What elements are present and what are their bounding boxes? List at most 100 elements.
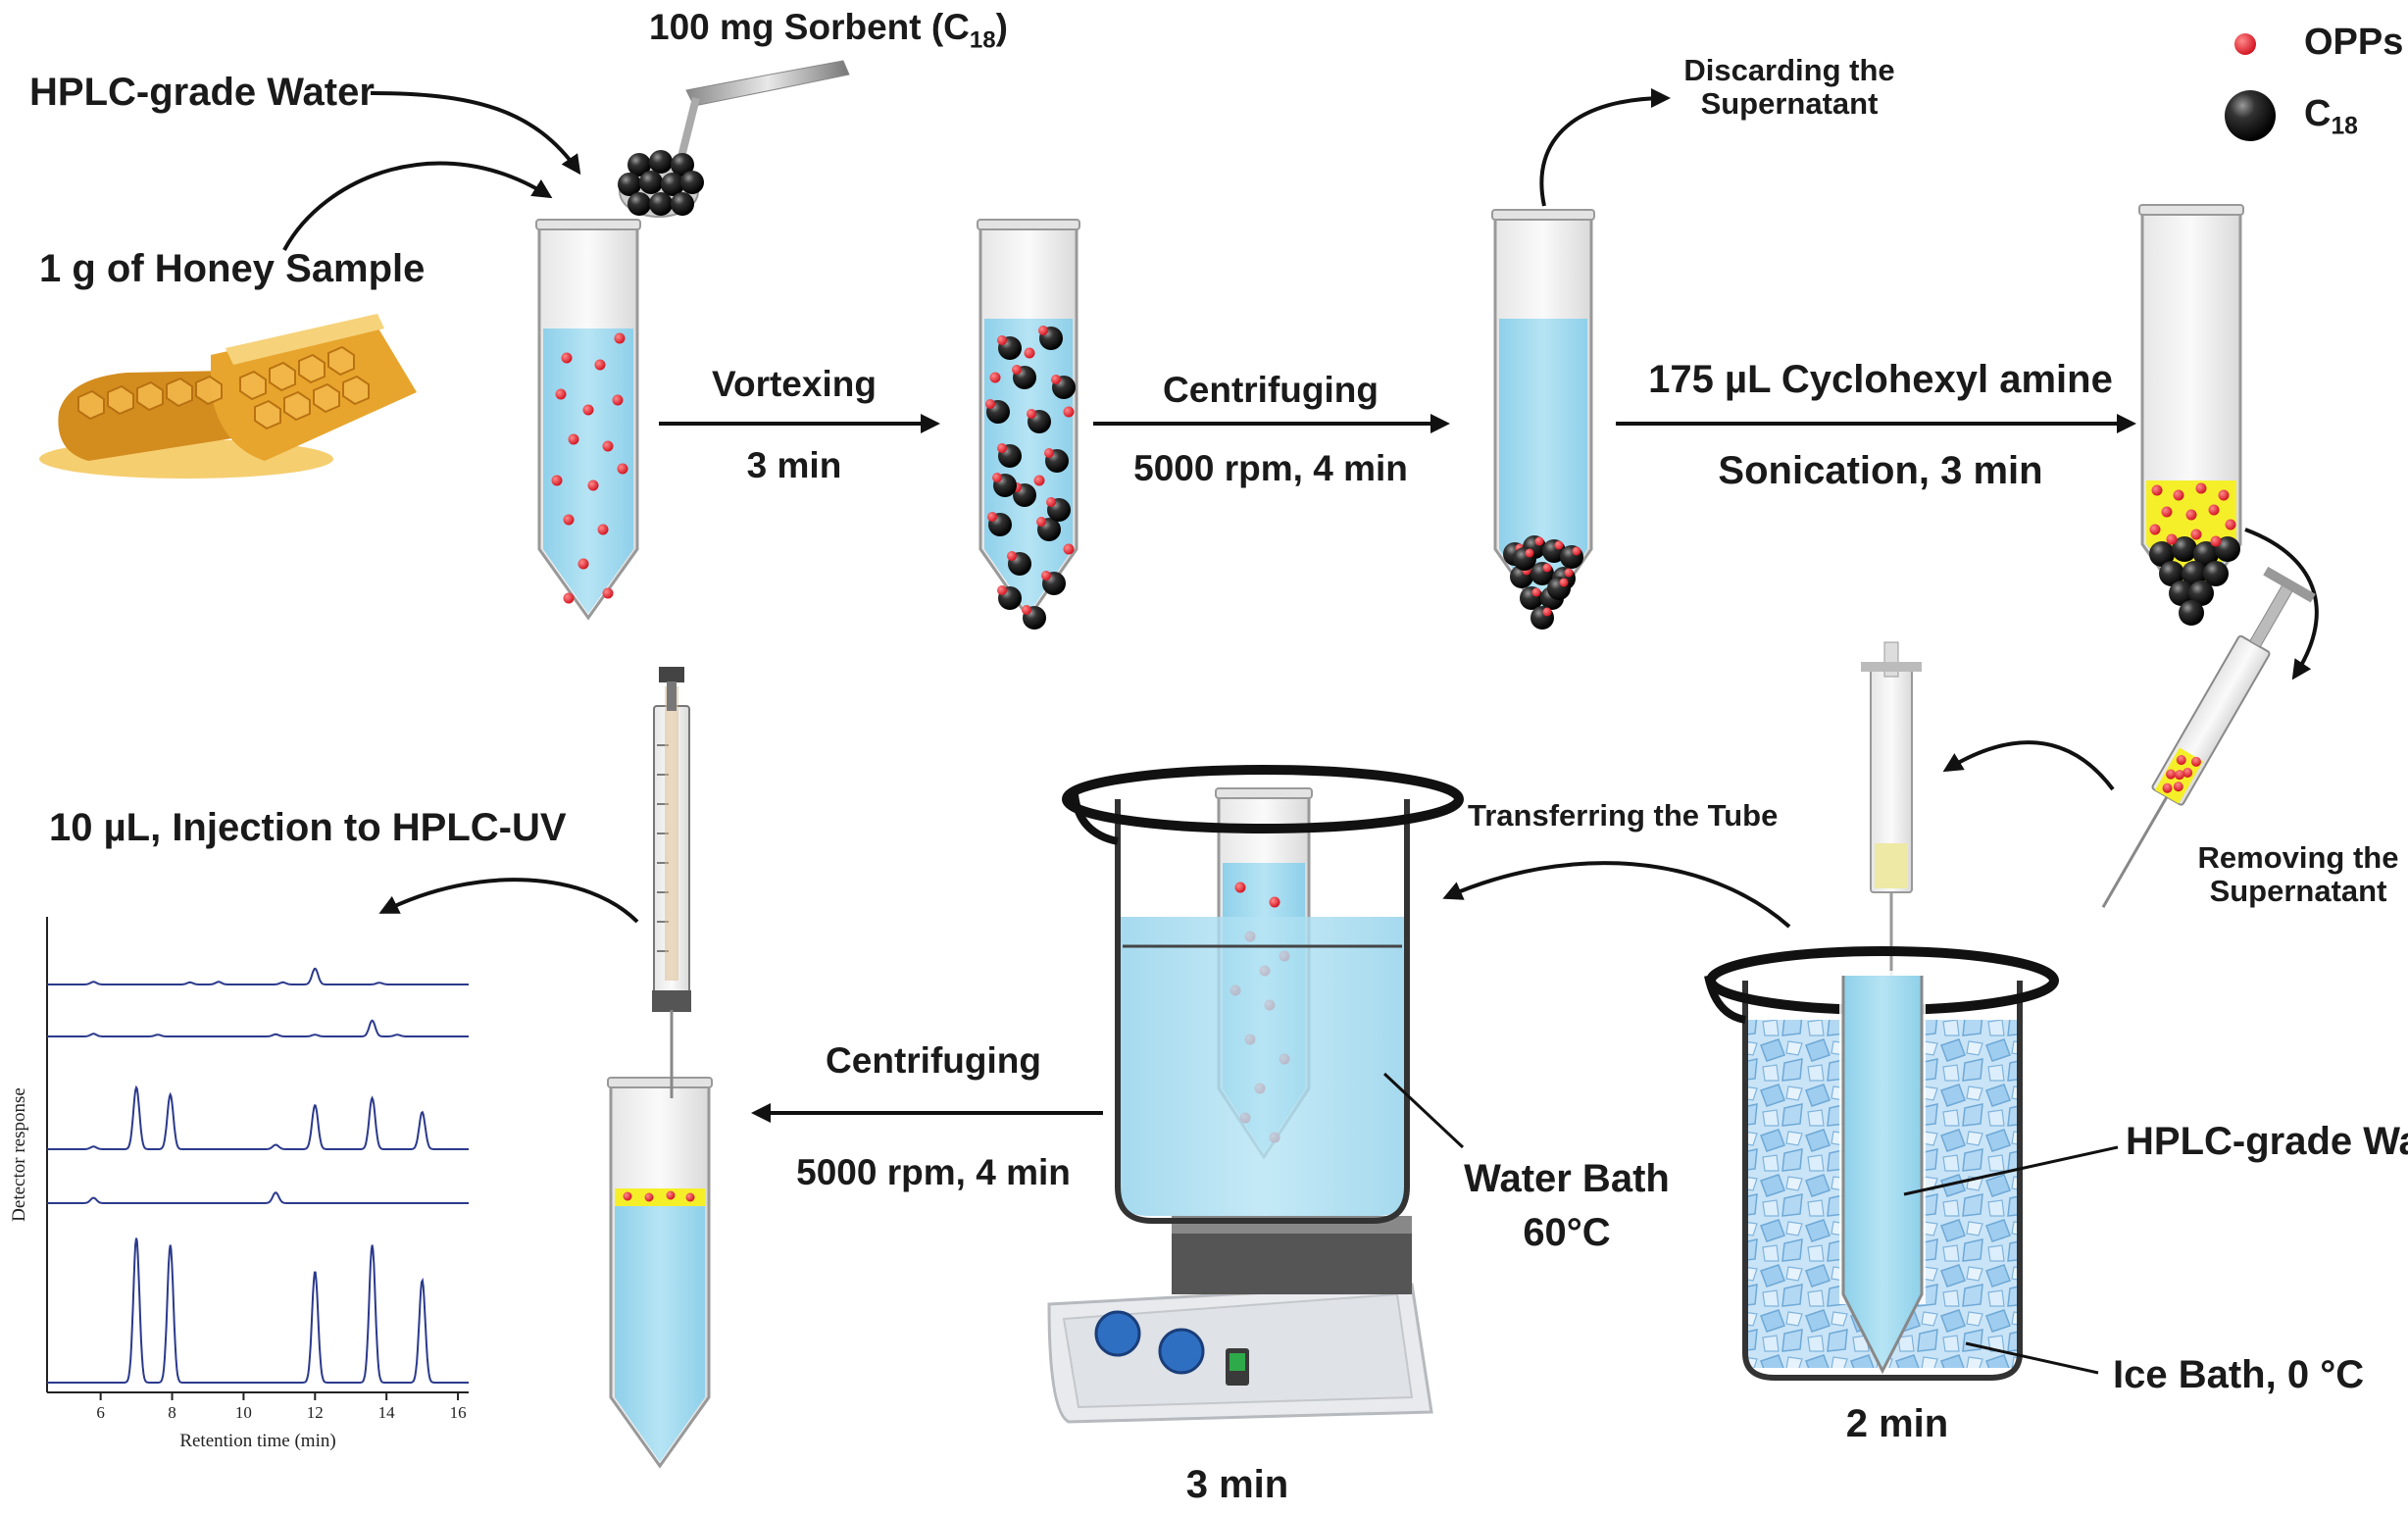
tube-rim	[1215, 787, 1313, 799]
arrow-discarding	[1539, 88, 1671, 207]
opps-particle	[2225, 519, 2236, 530]
arrow-water-in	[370, 91, 581, 176]
opps-particle	[602, 440, 614, 452]
opps-particle	[594, 359, 606, 371]
label-vortex-time: 3 min	[746, 445, 842, 485]
ice-bath-beaker	[1704, 946, 2059, 1381]
c18-particle	[627, 192, 651, 216]
opps-particle	[2162, 782, 2173, 793]
opps-particle	[1027, 409, 1036, 419]
label-centrifuging-top: Centrifuging	[1163, 370, 1379, 410]
opps-particle	[997, 335, 1007, 345]
opps-particle	[997, 443, 1007, 453]
opps-particle	[614, 332, 626, 344]
label-centrifuging-top-conditions: 5000 rpm, 4 min	[1133, 448, 1408, 488]
label-transferring-tube: Transferring the Tube	[1468, 798, 1779, 833]
tube-rim	[607, 1077, 713, 1088]
opps-particle	[2210, 535, 2222, 547]
opps-particle	[2166, 533, 2178, 545]
opps-particle	[1554, 540, 1564, 550]
tube-liquid	[543, 328, 633, 614]
opps-particle	[2190, 756, 2201, 767]
opps-particle	[617, 463, 628, 475]
c18-particle	[649, 192, 673, 216]
opps-particle	[2173, 782, 2183, 792]
c18-particle	[2203, 561, 2229, 586]
c18-particle	[2169, 580, 2194, 606]
opps-particle	[989, 372, 1001, 383]
opps-particle	[2182, 767, 2193, 778]
opps-particle	[1012, 365, 1022, 375]
label-water-bath-temp: 60°C	[1523, 1211, 1611, 1254]
opps-particle	[563, 514, 575, 526]
opps-particle	[597, 524, 609, 535]
opps-particle	[2173, 489, 2184, 501]
x-axis-title: Retention time (min)	[179, 1431, 335, 1451]
opps-particle	[1007, 551, 1017, 561]
tube-liquid	[615, 1201, 705, 1462]
c18-legend-ball	[2225, 90, 2276, 141]
opps-particle	[2175, 770, 2184, 781]
opps-particle	[985, 399, 995, 409]
tube-rim	[535, 219, 641, 230]
opps-particle	[612, 394, 624, 406]
opps-particle	[987, 512, 997, 522]
opps-legend-dot	[2234, 33, 2256, 55]
c18-particle	[2159, 561, 2184, 586]
flow-arrows	[282, 88, 2319, 1123]
c18-particle	[671, 153, 694, 177]
chromatogram-trace	[47, 1019, 469, 1037]
x-tick-label: 10	[235, 1403, 252, 1422]
opps-particle	[2218, 489, 2230, 501]
opps-particle	[1531, 587, 1541, 597]
opps-particle	[2190, 529, 2202, 540]
spatula-with-sorbent	[618, 60, 850, 218]
opps-particle	[1041, 571, 1051, 580]
syringe-ice-bath	[1861, 641, 1922, 981]
opps-particle	[1564, 568, 1574, 578]
c18-particle	[2193, 541, 2219, 567]
label-ice-bath: Ice Bath, 0 °C	[2113, 1353, 2365, 1396]
tube-rim	[1491, 209, 1595, 221]
opps-particle	[685, 1192, 695, 1202]
opps-particle	[1024, 347, 1035, 359]
c18-particle	[671, 192, 694, 216]
syringe-injection	[652, 667, 691, 1098]
chromatogram-trace	[47, 1237, 469, 1384]
opps-particle	[587, 479, 599, 491]
chromatogram-trace	[47, 1191, 469, 1204]
opps-particle	[1022, 605, 1031, 615]
c18-particle	[2149, 541, 2175, 567]
opps-particle	[1036, 517, 1046, 527]
x-tick-label: 14	[378, 1403, 396, 1422]
opps-particle	[1234, 882, 1246, 893]
c18-particle	[639, 171, 663, 194]
tube-final	[607, 1077, 713, 1469]
label-water-time: 3 min	[1185, 1463, 1289, 1506]
opps-particle	[2185, 509, 2197, 521]
opps-particle	[1033, 475, 1045, 486]
c18-particle	[2172, 536, 2197, 562]
label-sonication: Sonication, 3 min	[1718, 449, 2043, 492]
opps-particle	[2176, 755, 2186, 766]
label-injection-hplc: 10 µL, Injection to HPLC-UV	[49, 806, 567, 849]
chromatogram-trace	[47, 1085, 469, 1150]
tube-centrifuged	[1491, 209, 1595, 630]
opps-particle	[563, 592, 575, 604]
opps-particle	[997, 585, 1007, 595]
arrow-removing	[1942, 740, 2115, 791]
organic-droplet	[615, 1188, 705, 1206]
opps-particle	[2161, 506, 2173, 518]
opps-particle	[992, 473, 1002, 482]
opps-particle	[1051, 375, 1061, 384]
opps-particle	[1063, 406, 1075, 418]
arrow-injection	[378, 878, 639, 924]
opps-particle	[1559, 578, 1569, 587]
c18-particle	[2182, 561, 2207, 586]
tube-liquid	[1499, 319, 1587, 614]
c18-particle	[649, 150, 673, 174]
opps-particle	[577, 558, 589, 570]
